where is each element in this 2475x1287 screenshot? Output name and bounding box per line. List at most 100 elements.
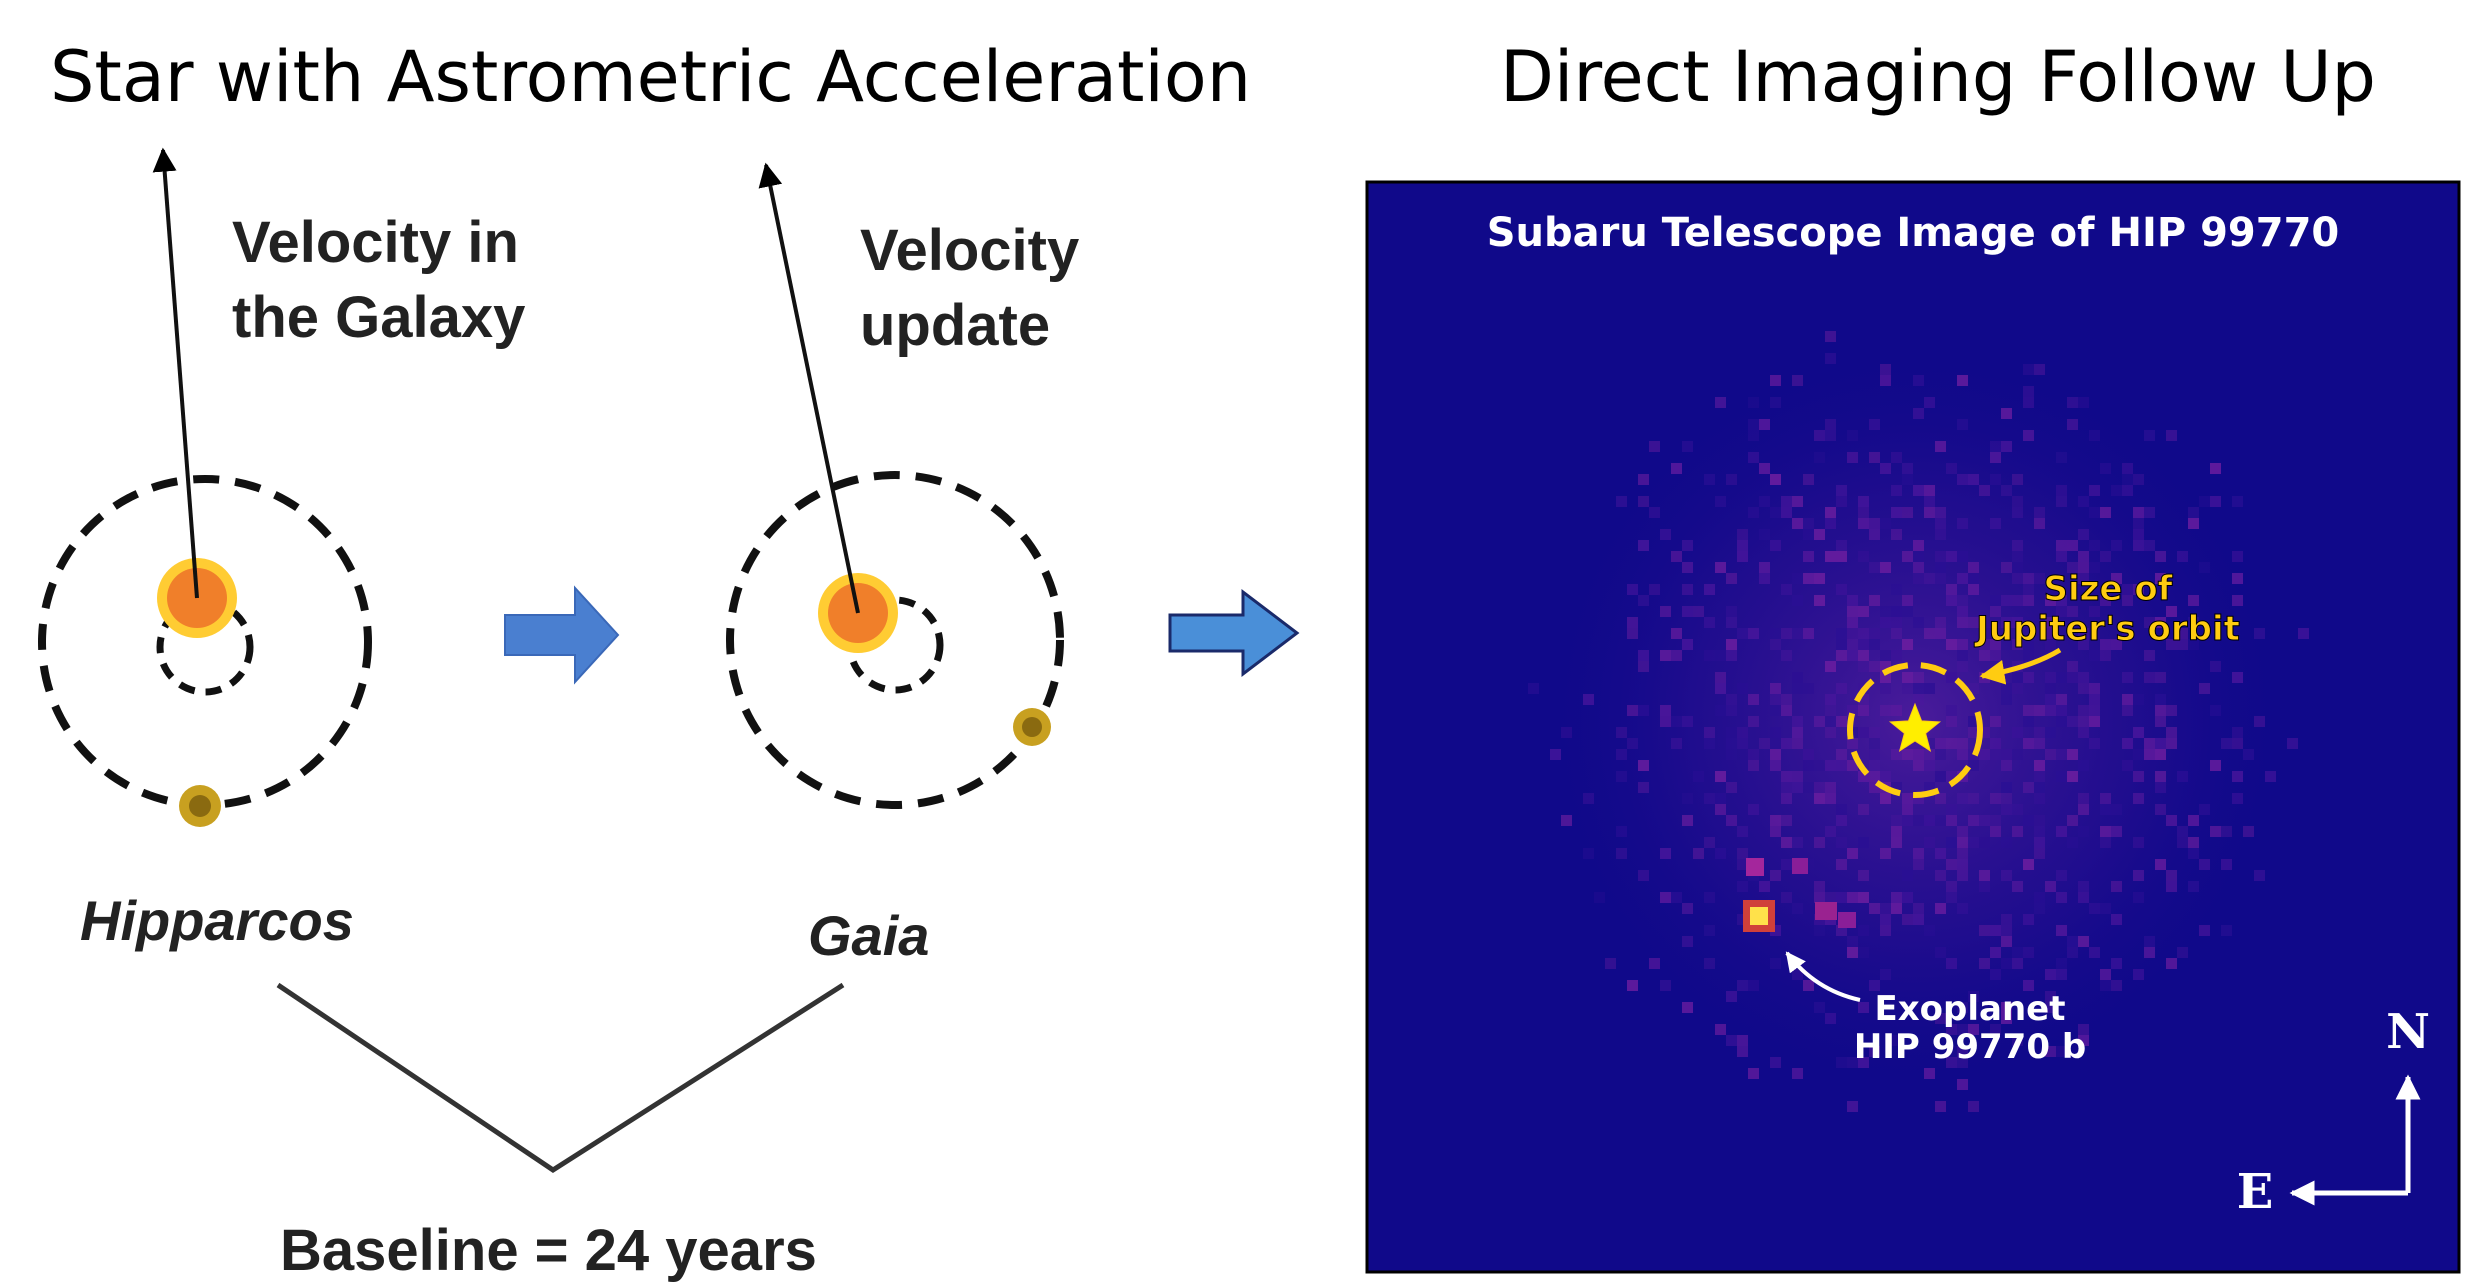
hipparcos-diagram	[38, 147, 372, 827]
speckle-pixel	[1836, 540, 1847, 551]
speckle-pixel	[1891, 584, 1902, 595]
speckle-pixel	[1902, 463, 1913, 474]
speckle-pixel	[1935, 815, 1946, 826]
speckle-pixel	[1638, 595, 1649, 606]
speckle-pixel	[2012, 727, 2023, 738]
speckle-pixel	[2067, 749, 2078, 760]
speckle-pixel	[1957, 1002, 1968, 1013]
speckle-pixel	[1902, 683, 1913, 694]
speckle-pixel	[1803, 628, 1814, 639]
speckle-pixel	[1803, 551, 1814, 562]
speckle-pixel	[1946, 463, 1957, 474]
speckle-pixel	[2023, 584, 2034, 595]
speckle-pixel	[2111, 573, 2122, 584]
speckle-pixel	[2001, 925, 2012, 936]
speckle-pixel	[1913, 859, 1924, 870]
speckle-pixel	[2133, 529, 2144, 540]
speckle-pixel	[2078, 639, 2089, 650]
speckle-pixel	[1990, 595, 2001, 606]
speckle-pixel	[2001, 804, 2012, 815]
speckle-pixel	[1748, 1068, 1759, 1079]
speckle-pixel	[2111, 881, 2122, 892]
speckle-pixel	[1792, 716, 1803, 727]
speckle-pixel	[2144, 507, 2155, 518]
speckle-pixel	[1880, 925, 1891, 936]
speckle-pixel	[2133, 540, 2144, 551]
speckle-pixel	[1649, 584, 1660, 595]
speckle-pixel	[1979, 628, 1990, 639]
speckle-pixel	[1814, 573, 1825, 584]
speckle-pixel	[2265, 771, 2276, 782]
speckle-pixel	[1627, 738, 1638, 749]
speckle-pixel	[2111, 914, 2122, 925]
speckle-pixel	[1902, 793, 1913, 804]
speckle-pixel	[1704, 584, 1715, 595]
speckle-pixel	[1715, 771, 1726, 782]
outer-orbit	[38, 475, 372, 809]
speckle-pixel	[2177, 826, 2188, 837]
velocity-label-1-line-2: the Galaxy	[232, 285, 525, 350]
speckle-pixel	[1825, 518, 1836, 529]
speckle-pixel	[2133, 518, 2144, 529]
speckle-pixel	[1781, 628, 1792, 639]
speckle-pixel	[2166, 958, 2177, 969]
speckle-pixel	[2012, 804, 2023, 815]
gaia-diagram	[726, 162, 1064, 809]
speckle-pixel	[1869, 1046, 1880, 1057]
speckle-pixel	[1770, 727, 1781, 738]
speckle-pixel	[1935, 1013, 1946, 1024]
speckle-pixel	[1946, 804, 1957, 815]
speckle-pixel	[1858, 771, 1869, 782]
speckle-pixel	[2001, 760, 2012, 771]
speckle-pixel	[1682, 441, 1693, 452]
speckle-pixel	[1869, 518, 1880, 529]
speckle-pixel	[1924, 507, 1935, 518]
speckle-pixel	[1913, 815, 1924, 826]
speckle-pixel	[2232, 771, 2243, 782]
speckle-pixel	[1803, 573, 1814, 584]
speckle-pixel	[1836, 650, 1847, 661]
speckle-pixel	[1924, 397, 1935, 408]
speckle-pixel	[1968, 584, 1979, 595]
speckle-pixel	[2012, 639, 2023, 650]
speckle-pixel	[1693, 771, 1704, 782]
speckle-pixel	[1770, 628, 1781, 639]
speckle-pixel	[1990, 925, 2001, 936]
speckle-pixel	[1913, 848, 1924, 859]
speckle-pixel	[1968, 837, 1979, 848]
speckle-pixel	[1704, 892, 1715, 903]
speckle-pixel	[1726, 991, 1737, 1002]
speckle-pixel	[1902, 914, 1913, 925]
speckle-pixel	[2221, 738, 2232, 749]
speckle-pixel	[1671, 463, 1682, 474]
speckle-pixel	[2089, 507, 2100, 518]
speckle-pixel	[1737, 727, 1748, 738]
speckle-pixel	[1902, 595, 1913, 606]
speckle-pixel	[2188, 507, 2199, 518]
speckle-pixel	[1836, 716, 1847, 727]
speckle-pixel	[2034, 738, 2045, 749]
speckle-pixel	[1946, 859, 1957, 870]
speckle-pixel	[1924, 738, 1935, 749]
speckle-pixel	[1913, 793, 1924, 804]
compass-north-label: N	[2386, 1004, 2430, 1060]
speckle-pixel	[1737, 826, 1748, 837]
speckle-pixel	[1748, 452, 1759, 463]
speckle-pixel	[2199, 859, 2210, 870]
speckle-pixel	[1924, 496, 1935, 507]
speckle-pixel	[1946, 595, 1957, 606]
speckle-pixel	[1836, 925, 1847, 936]
speckle-pixel	[1858, 804, 1869, 815]
speckle-pixel	[1792, 1068, 1803, 1079]
speckle-pixel	[1671, 551, 1682, 562]
flow-arrow-2	[1168, 588, 1300, 678]
compass	[2289, 1074, 2421, 1206]
speckle-pixel	[1737, 540, 1748, 551]
speckle-pixel	[2045, 881, 2056, 892]
speckle-pixel	[1880, 771, 1891, 782]
speckle-pixel	[2023, 815, 2034, 826]
speckle-pixel	[1858, 496, 1869, 507]
planet-label-line-1: Exoplanet	[1875, 989, 2066, 1029]
speckle-pixel	[1902, 815, 1913, 826]
speckle-pixel	[2155, 859, 2166, 870]
